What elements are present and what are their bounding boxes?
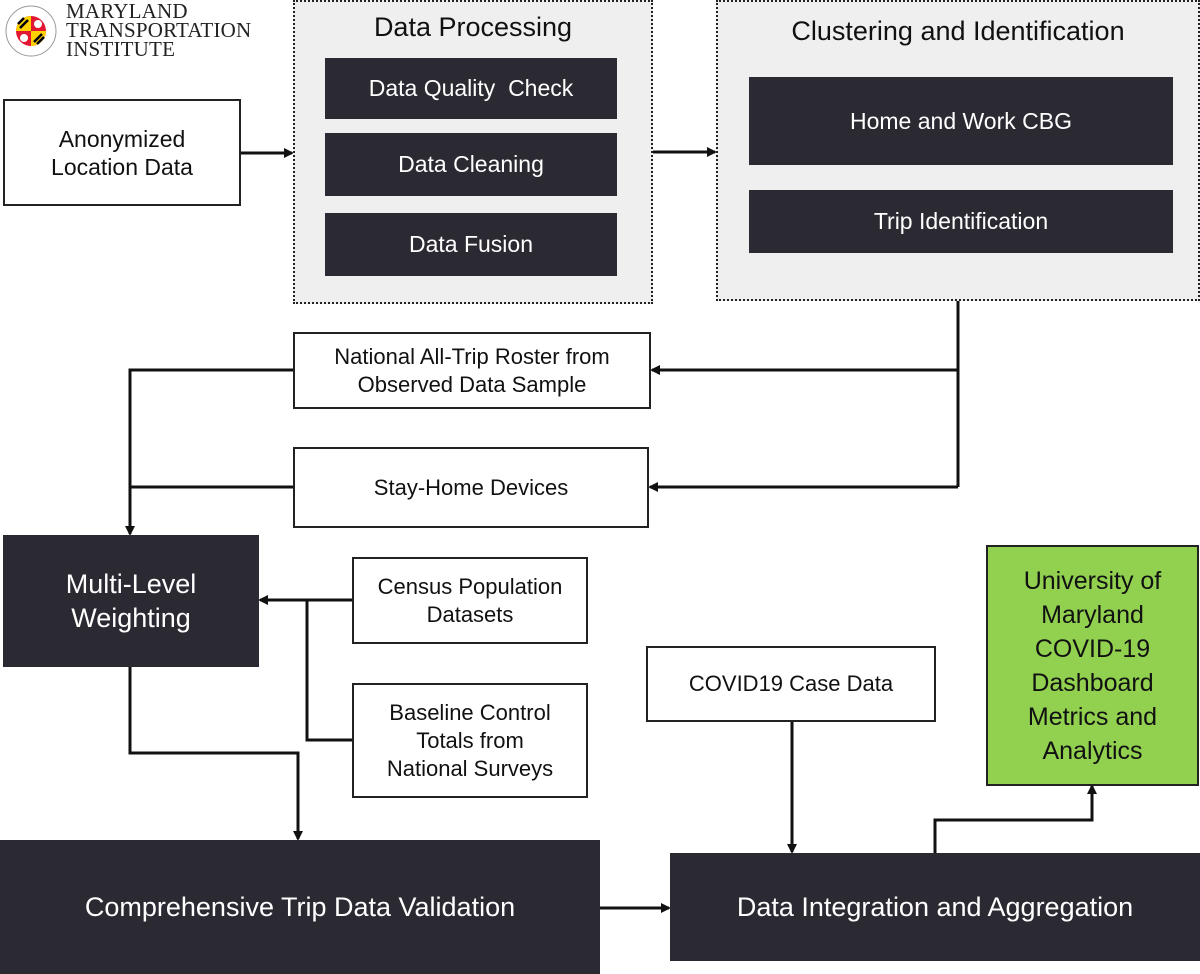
- home-work-cbg-box: Home and Work CBG: [749, 77, 1173, 165]
- logo-line-2: TRANSPORTATION: [66, 18, 252, 42]
- covid19-case-data-box: COVID19 Case Data: [646, 646, 936, 722]
- covid-dashboard-box: University of Maryland COVID-19 Dashboar…: [986, 545, 1199, 786]
- trip-data-validation-box: Comprehensive Trip Data Validation: [0, 840, 600, 974]
- data-quality-check-box: Data Quality Check: [325, 58, 617, 119]
- arrow-weighting-to-validation: [128, 666, 303, 841]
- institute-name: MARYLAND TRANSPORTATION INSTITUTE: [66, 0, 252, 61]
- data-cleaning-box: Data Cleaning: [325, 133, 617, 196]
- data-processing-title: Data Processing: [373, 12, 573, 42]
- clustering-title: Clustering and Identification: [791, 16, 1125, 46]
- data-integration-box: Data Integration and Aggregation: [670, 853, 1200, 961]
- university-seal-icon: [5, 5, 57, 57]
- logo-line-1: MARYLAND: [66, 0, 188, 23]
- logo-line-3: INSTITUTE: [66, 37, 176, 61]
- multi-level-weighting-box: Multi-Level Weighting: [3, 535, 259, 667]
- baseline-control-totals-box: Baseline Control Totals from National Su…: [352, 683, 588, 798]
- census-population-box: Census Population Datasets: [352, 557, 588, 644]
- anonymized-location-data-box: Anonymized Location Data: [3, 99, 241, 206]
- trip-roster-box: National All-Trip Roster from Observed D…: [293, 332, 651, 409]
- line-baseline-to-weighting: [305, 600, 352, 742]
- arrow-integration-to-dashboard: [933, 784, 1097, 853]
- data-fusion-box: Data Fusion: [325, 213, 617, 276]
- trip-identification-box: Trip Identification: [749, 190, 1173, 253]
- stay-home-devices-box: Stay-Home Devices: [293, 447, 649, 528]
- arrow-roster-to-weighting: [125, 368, 293, 536]
